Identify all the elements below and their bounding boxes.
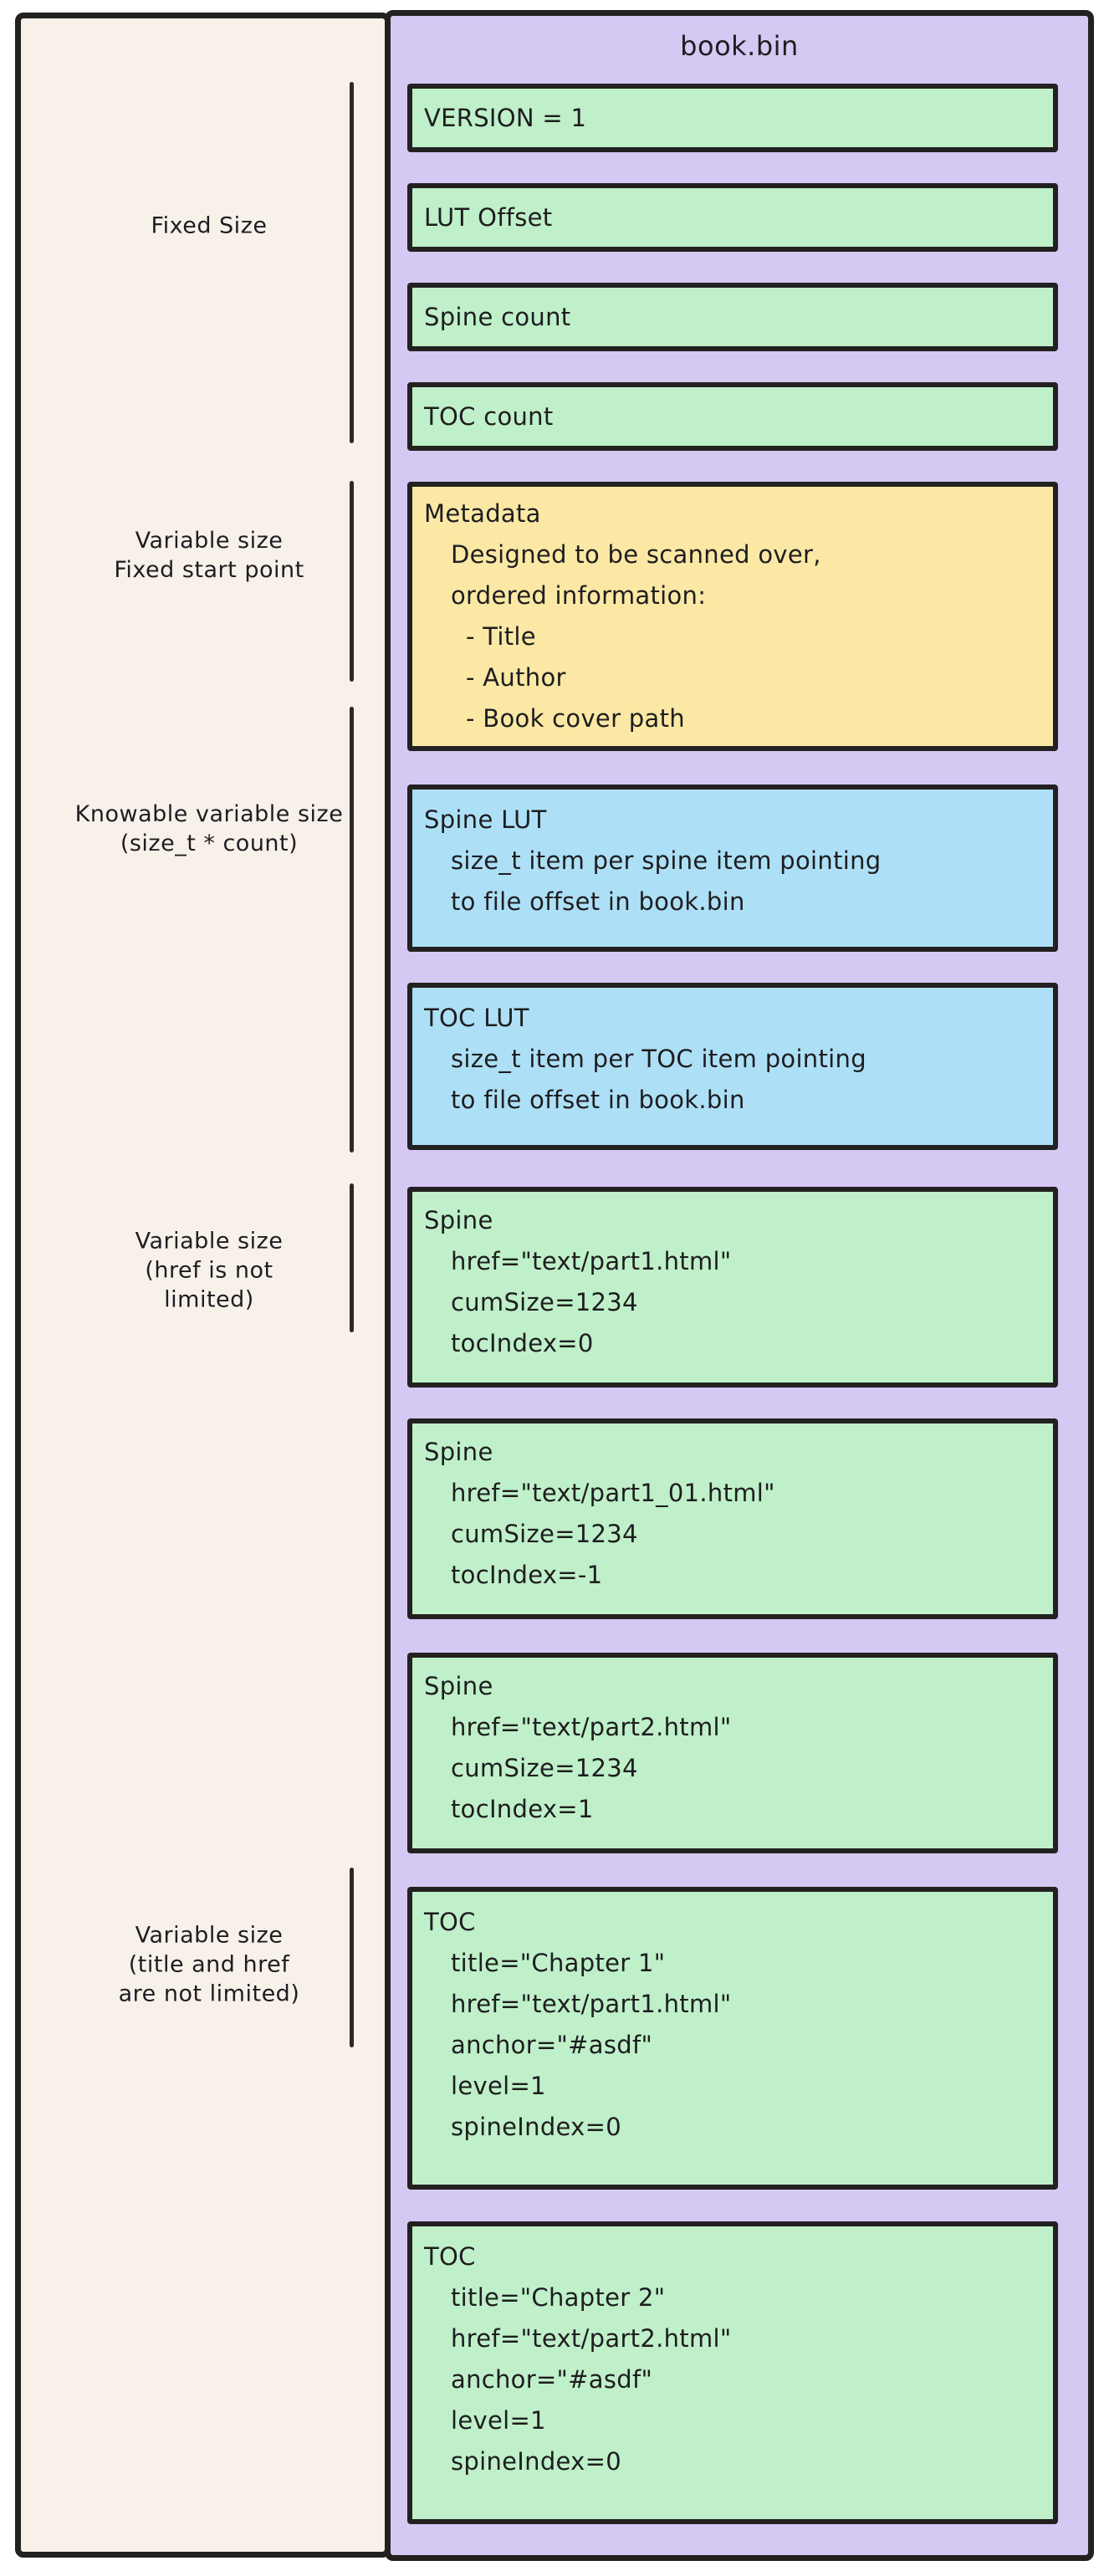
field-line: spineIndex=0 xyxy=(451,2447,621,2476)
version-field-box: VERSION = 1 xyxy=(407,84,1058,152)
field-line: spineIndex=0 xyxy=(451,2113,621,2141)
field-line: anchor="#asdf" xyxy=(451,2365,653,2394)
spine-entry-box: Spine href="text/part2.html" cumSize=123… xyxy=(407,1653,1058,1853)
bracket-line-metadata xyxy=(350,481,354,682)
box-body-line: ordered information: xyxy=(451,581,707,610)
size-label-metadata: Variable size Fixed start point xyxy=(59,526,360,585)
size-label-line: are not limited) xyxy=(118,1981,300,2007)
field-line: cumSize=1234 xyxy=(451,1754,638,1782)
box-title: TOC xyxy=(424,1908,476,1936)
book-bin-panel: book.bin VERSION = 1 LUT Offset Spine co… xyxy=(385,10,1094,2561)
field-line: level=1 xyxy=(451,2406,546,2435)
size-label-line: Variable size xyxy=(135,1922,284,1949)
box-list-item: - Title xyxy=(466,622,536,651)
box-body-line: size_t item per spine item pointing xyxy=(451,846,882,875)
field-line: href="text/part2.html" xyxy=(451,1713,732,1741)
file-layout: VERSION = 1 LUT Offset Spine count TOC c… xyxy=(391,84,1088,2524)
box-title: Spine xyxy=(424,1206,493,1234)
field-label: TOC count xyxy=(424,401,554,431)
field-line: href="text/part2.html" xyxy=(451,2324,732,2353)
field-line: tocIndex=1 xyxy=(451,1795,594,1823)
bracket-line-fixed xyxy=(350,82,354,443)
field-label: VERSION = 1 xyxy=(424,103,587,132)
size-label-line: limited) xyxy=(164,1286,254,1313)
size-label-line: (title and href xyxy=(128,1951,290,1978)
box-list-item: - Book cover path xyxy=(466,704,685,733)
toc-count-field-box: TOC count xyxy=(407,382,1058,451)
bracket-line-toc xyxy=(350,1868,354,2047)
field-line: tocIndex=-1 xyxy=(451,1561,603,1589)
field-line: anchor="#asdf" xyxy=(451,2031,653,2059)
field-line: title="Chapter 2" xyxy=(451,2283,666,2312)
lut-offset-field-box: LUT Offset xyxy=(407,183,1058,252)
size-label-line: Fixed Size xyxy=(151,212,268,239)
size-label-toc: Variable size (title and href are not li… xyxy=(59,1921,360,2009)
size-label-line: (size_t * count) xyxy=(120,831,299,856)
box-body-line: size_t item per TOC item pointing xyxy=(451,1045,866,1073)
box-title: TOC xyxy=(424,2242,476,2271)
field-label: Spine count xyxy=(424,302,571,331)
field-line: level=1 xyxy=(451,2072,546,2100)
field-line: cumSize=1234 xyxy=(451,1288,638,1316)
field-line: href="text/part1.html" xyxy=(451,1990,732,2018)
box-title: Spine xyxy=(424,1438,493,1466)
file-title: book.bin xyxy=(680,30,799,62)
metadata-box: Metadata Designed to be scanned over, or… xyxy=(407,482,1058,751)
size-label-line: Fixed start point xyxy=(114,557,304,583)
bracket-line-lut xyxy=(350,707,354,1153)
spine-count-field-box: Spine count xyxy=(407,283,1058,351)
field-line: href="text/part1_01.html" xyxy=(451,1479,775,1507)
box-title: Spine xyxy=(424,1672,493,1700)
box-body-line: Designed to be scanned over, xyxy=(451,540,821,569)
field-line: cumSize=1234 xyxy=(451,1520,638,1548)
size-label-line: (href is not xyxy=(145,1257,273,1284)
toc-entry-box: TOC title="Chapter 2" href="text/part2.h… xyxy=(407,2221,1058,2524)
size-label-fixed: Fixed Size xyxy=(59,212,360,241)
size-label-spine: Variable size (href is not limited) xyxy=(59,1227,360,1315)
box-list-item: - Author xyxy=(466,663,566,692)
spine-entry-box: Spine href="text/part1.html" cumSize=123… xyxy=(407,1187,1058,1388)
box-title: TOC LUT xyxy=(424,1004,529,1032)
size-label-line: Variable size xyxy=(135,1228,284,1255)
box-body-line: to file offset in book.bin xyxy=(451,887,745,916)
field-label: LUT Offset xyxy=(424,202,553,232)
annotation-panel xyxy=(15,13,391,2558)
size-label-line: Knowable variable size xyxy=(74,801,344,827)
size-label-lut: Knowable variable size (size_t * count) xyxy=(59,800,360,858)
bracket-line-spine xyxy=(350,1183,354,1332)
toc-entry-box: TOC title="Chapter 1" href="text/part1.h… xyxy=(407,1887,1058,2190)
field-line: tocIndex=0 xyxy=(451,1329,594,1357)
spine-entry-box: Spine href="text/part1_01.html" cumSize=… xyxy=(407,1418,1058,1619)
box-title: Metadata xyxy=(424,499,541,528)
box-body-line: to file offset in book.bin xyxy=(451,1086,745,1114)
size-label-line: Variable size xyxy=(135,528,284,554)
box-title: Spine LUT xyxy=(424,805,547,834)
spine-lut-box: Spine LUT size_t item per spine item poi… xyxy=(407,785,1058,952)
field-line: href="text/part1.html" xyxy=(451,1247,732,1275)
toc-lut-box: TOC LUT size_t item per TOC item pointin… xyxy=(407,983,1058,1150)
field-line: title="Chapter 1" xyxy=(451,1949,666,1977)
